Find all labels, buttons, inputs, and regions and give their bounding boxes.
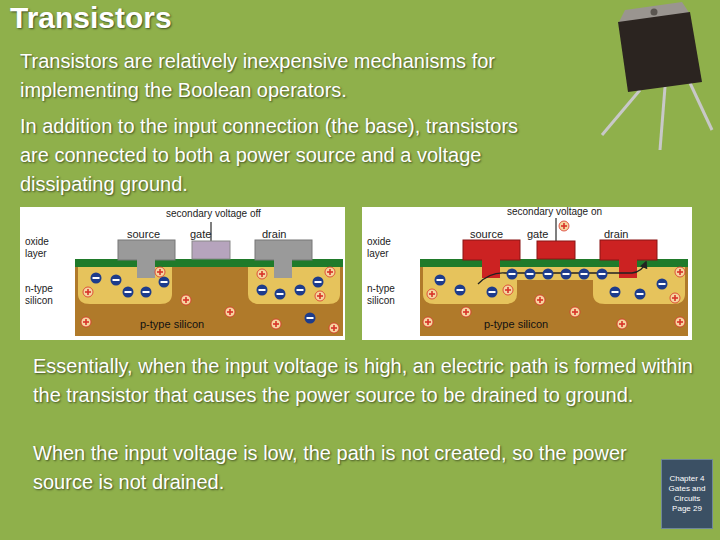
- electron: [487, 287, 498, 298]
- gate-wire: [555, 218, 557, 241]
- part-label: p-type silicon: [484, 318, 574, 330]
- hole-charge: [257, 269, 267, 279]
- hole-charge: [461, 307, 471, 317]
- hole-charge: [155, 267, 165, 277]
- drain-stem: [619, 258, 637, 278]
- transistor-leg: [602, 90, 640, 135]
- electron: [525, 269, 536, 280]
- voltage-label: secondary voltage off: [166, 208, 296, 220]
- hole-charge: [225, 307, 235, 317]
- hole-charge: [670, 293, 680, 303]
- electron: [123, 287, 134, 298]
- n-type-well: [593, 266, 685, 304]
- drain-contact: [255, 240, 312, 260]
- electron: [257, 285, 268, 296]
- part-label: gate: [190, 228, 230, 240]
- hole-charge: [570, 307, 580, 317]
- voltage-label: secondary voltage on: [507, 206, 637, 218]
- body-text: Transistors are relatively inexpensive m…: [20, 47, 580, 105]
- source-contact: [463, 240, 520, 260]
- hole-charge: [535, 295, 545, 305]
- p-type-region: [75, 266, 343, 336]
- electron: [305, 313, 316, 324]
- electron: [635, 289, 646, 300]
- part-label: oxide layer: [25, 236, 71, 260]
- part-label: drain: [262, 228, 302, 240]
- electron: [561, 269, 572, 280]
- gate-contact: [537, 241, 575, 259]
- source-contact: [118, 240, 175, 260]
- electron: [435, 275, 446, 286]
- drain-contact: [600, 240, 657, 260]
- electron: [579, 269, 590, 280]
- p-type-region: [420, 266, 688, 336]
- electron: [275, 289, 286, 300]
- n-type-well: [423, 266, 517, 304]
- hole-charge: [423, 317, 433, 327]
- electron: [507, 269, 518, 280]
- n-type-well: [78, 266, 172, 304]
- electron: [313, 277, 324, 288]
- electron: [657, 279, 668, 290]
- hole-charge: [675, 317, 685, 327]
- transistor-hole: [651, 9, 658, 16]
- n-type-well: [248, 266, 340, 304]
- electron: [597, 269, 608, 280]
- electron: [159, 277, 170, 288]
- electron: [543, 269, 554, 280]
- gate-contact: [192, 241, 230, 259]
- part-label: n-type silicon: [25, 283, 71, 307]
- part-label: n-type silicon: [367, 283, 413, 307]
- electron: [141, 287, 152, 298]
- electron: [111, 275, 122, 286]
- electron: [91, 273, 102, 284]
- electron: [455, 285, 466, 296]
- part-label: source: [470, 228, 520, 240]
- hole-charge: [675, 267, 685, 277]
- part-label: drain: [604, 228, 644, 240]
- transistor-body: [618, 12, 702, 92]
- current-arrow: [478, 262, 646, 284]
- hole-charge: [503, 285, 513, 295]
- slide-title: Transistors: [10, 1, 172, 35]
- hole-charge: [329, 323, 339, 333]
- diagram-panel: [362, 207, 692, 340]
- hole-charge: [81, 317, 91, 327]
- gate-charge: [559, 221, 569, 231]
- body-text: When the input voltage is low, the path …: [33, 439, 633, 497]
- hole-charge: [315, 291, 325, 301]
- part-label: source: [127, 228, 177, 240]
- hole-charge: [181, 295, 191, 305]
- transistor-leg: [660, 87, 665, 150]
- hole-charge: [617, 319, 627, 329]
- electron: [295, 285, 306, 296]
- part-label: oxide layer: [367, 236, 413, 260]
- chapter-badge: Chapter 4 Gates and Circuits Page 29: [661, 459, 713, 529]
- hole-charge: [83, 287, 93, 297]
- body-text: Essentially, when the input voltage is h…: [33, 352, 698, 410]
- hole-charge: [427, 289, 437, 299]
- drain-stem: [274, 258, 292, 278]
- transistor-leg: [690, 83, 712, 130]
- hole-charge: [271, 319, 281, 329]
- hole-charge: [325, 267, 335, 277]
- part-label: p-type silicon: [140, 318, 230, 330]
- transistor-photo: [602, 2, 712, 150]
- electron: [610, 287, 621, 298]
- part-label: gate: [527, 228, 567, 240]
- diagram-panel: [20, 207, 345, 340]
- source-stem: [137, 258, 155, 278]
- badge-text: Chapter 4 Gates and Circuits Page 29: [665, 474, 709, 514]
- body-text: In addition to the input connection (the…: [20, 112, 520, 199]
